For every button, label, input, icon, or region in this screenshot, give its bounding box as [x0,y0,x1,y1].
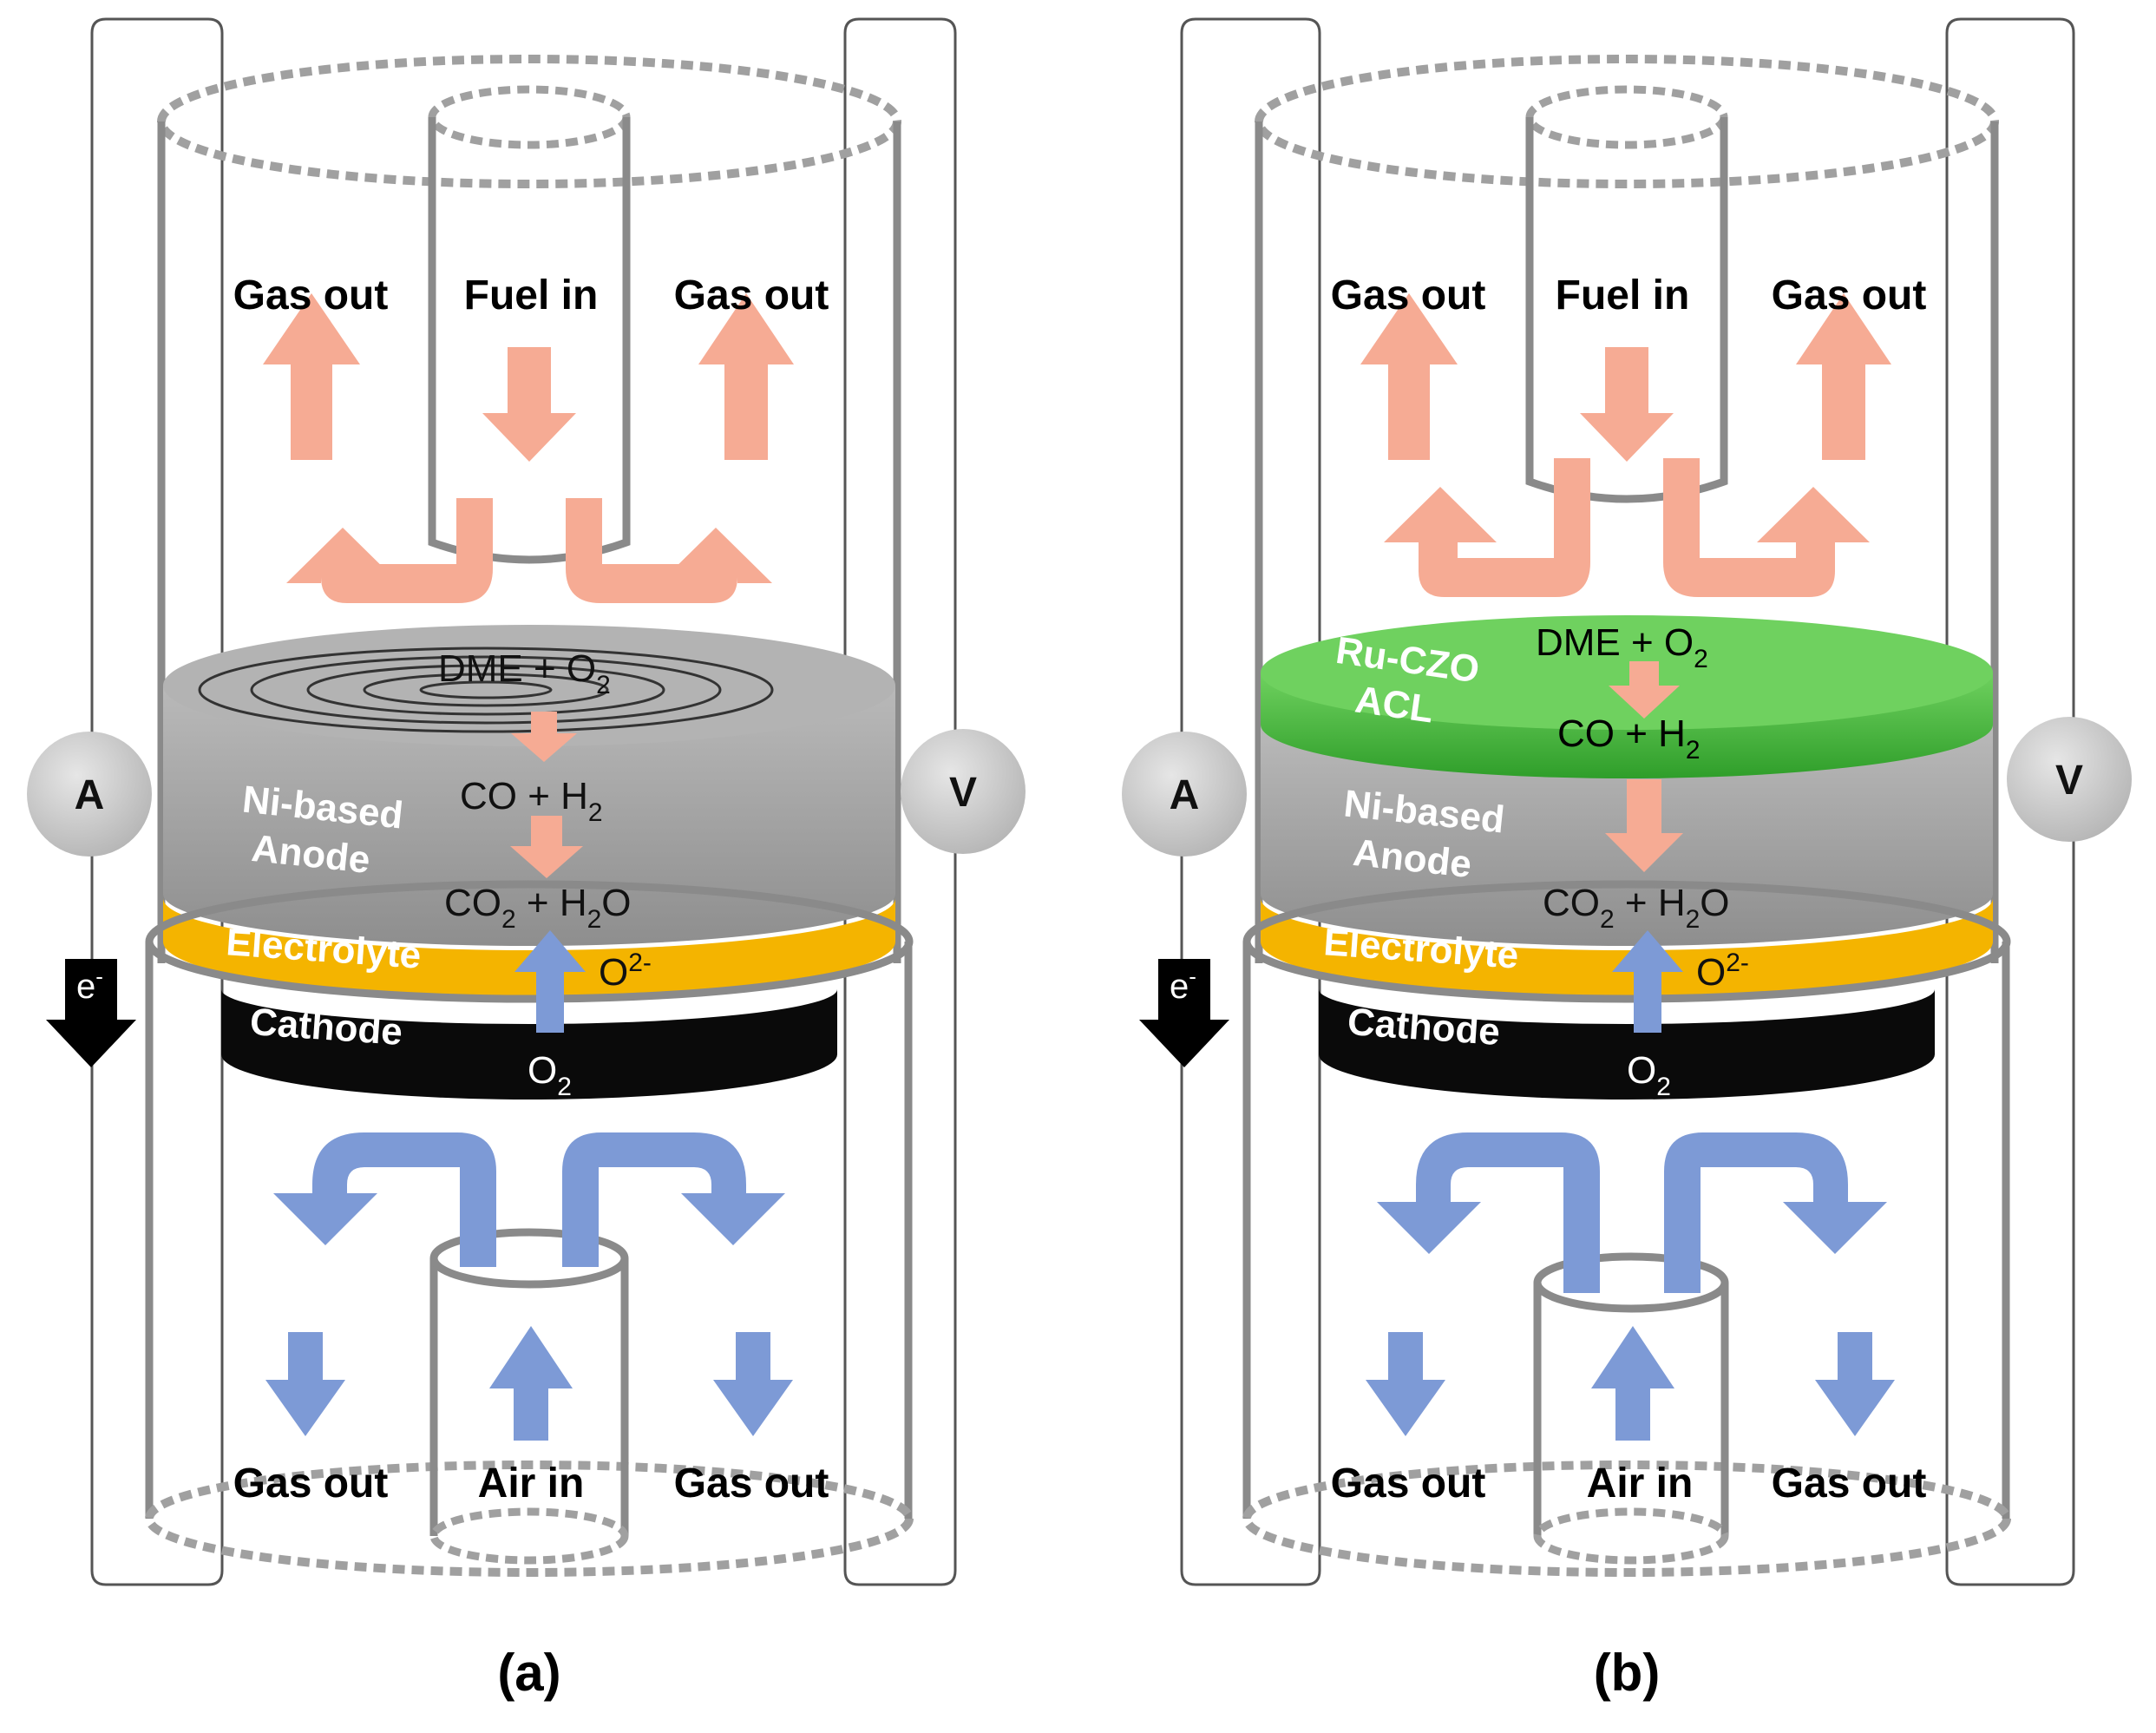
gas-out-right-top-b: Gas out [1772,272,1927,318]
cathode-label-b: Cathode [1347,1001,1502,1054]
voltmeter-icon [901,729,1026,854]
oxygen-label-b: O2 [1627,1049,1671,1101]
oxide-ion-label-b: O2- [1696,949,1749,994]
dme-label-b: DME + O2 [1536,621,1708,673]
air-tube-b [1533,1283,1729,1536]
gas-out-left-top-a: Gas out [233,272,389,318]
panel-label-b: (b) [1594,1644,1661,1702]
electrolyte-layer-b [1261,898,1993,999]
electron-flow-arrow [46,959,136,1067]
wire-right-b [1945,17,2075,1586]
acl-top-b [1261,615,1993,730]
dme-label-a: DME + O2 [438,647,611,699]
chamber-top-rim-a [157,55,901,188]
panel-label-a: (a) [497,1644,560,1702]
electron-flow-arrow [1139,959,1229,1067]
wire-right-a [843,17,957,1586]
fuel-flow-arrow [510,712,583,878]
gas-out-right-bottom-b: Gas out [1772,1461,1927,1507]
fuel-in-label-a: Fuel in [464,272,599,318]
anode-layer-a [163,686,895,946]
chamber-bottom-rim-b [1242,1461,2011,1577]
cathode-layer-a [221,989,837,1100]
panel-b: A V e- Gas out Fuel in Gas out Gas out A… [1122,17,2132,1702]
ammeter-label-b: A [1170,772,1200,818]
air-tube-bottom-a [429,1507,629,1565]
co2-h2o-label-b: CO2 + H2O [1543,882,1730,934]
fuel-tube-b [1525,117,1728,503]
panel-a: A V e- Gas out Fuel in Gas out Gas out A… [27,17,1026,1702]
air-tube-top-a [429,1228,629,1289]
electrolyte-rim-b [1242,880,2011,1003]
chamber-top-rim-b [1255,55,1999,188]
air-flow-arrow [1612,930,1683,1033]
air-tube-a [429,1258,629,1536]
ammeter-icon [1122,732,1247,857]
ammeter-icon [27,732,152,857]
gas-out-left-bottom-a: Gas out [233,1461,389,1507]
fuel-tube-rim-b [1525,85,1728,149]
fuel-in-label-b: Fuel in [1556,272,1690,318]
wire-left-b [1180,17,1321,1586]
electrolyte-layer-a [163,898,895,999]
voltmeter-label-a: V [949,770,977,816]
voltmeter-icon [2007,717,2132,842]
air-flow-arrow [265,1132,793,1441]
gas-out-right-top-a: Gas out [674,272,829,318]
anode-spiral-a [198,647,774,733]
chamber-bottom-rim-a [145,1461,914,1577]
cathode-label-a: Cathode [249,1001,404,1054]
gas-out-left-bottom-b: Gas out [1331,1461,1486,1507]
co2-h2o-label-a: CO2 + H2O [444,882,632,934]
electron-label-b: e- [1170,963,1196,1006]
fuel-tube-rim-a [428,85,631,149]
wire-left-a [90,17,224,1586]
gas-out-left-top-b: Gas out [1331,272,1486,318]
air-tube-bottom-b [1533,1507,1729,1565]
co-h2-label-a: CO + H2 [460,775,603,827]
cathode-layer-b [1319,989,1935,1100]
air-tube-top-b [1533,1252,1729,1313]
electron-label-a: e- [76,963,103,1006]
air-in-label-b: Air in [1587,1461,1694,1507]
air-flow-arrow [514,930,586,1033]
oxygen-label-a: O2 [528,1049,572,1101]
fuel-flow-arrow [1605,661,1683,872]
air-flow-arrow [1366,1132,1895,1441]
fuel-flow-arrow [1360,293,1891,597]
air-in-label-a: Air in [478,1461,585,1507]
ammeter-label-a: A [75,772,105,818]
gas-out-right-bottom-a: Gas out [674,1461,829,1507]
electrolyte-rim-a [145,880,914,1003]
fuel-flow-arrow [263,293,794,603]
voltmeter-label-b: V [2055,758,2083,804]
oxide-ion-label-a: O2- [599,949,652,994]
co-h2-label-b: CO + H2 [1557,712,1701,765]
fuel-tube-a [428,117,631,564]
